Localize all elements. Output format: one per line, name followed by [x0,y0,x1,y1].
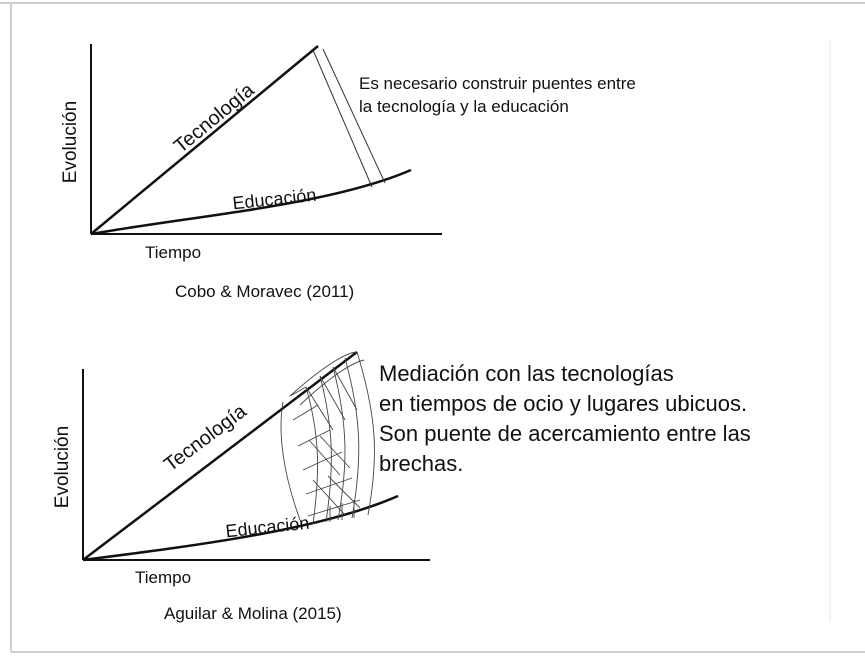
bottom-edu-curve [82,494,399,562]
top-x-axis-label: Tiempo [145,243,201,262]
bottom-tech-line [82,351,358,561]
top-edu-curve [90,168,412,236]
bottom-citation: Aguilar & Molina (2015) [164,604,342,623]
bottom-tech-label: Tecnología [160,400,251,476]
top-y-axis-label: Evolución [60,101,81,183]
bottom-note-line-3: Son puente de acercamiento entre las [379,421,751,446]
top-citation: Cobo & Moravec (2011) [175,282,354,301]
top-bridge-line-1 [312,49,373,188]
bottom-note-line-2: en tiempos de ocio y lugares ubicuos. [379,391,747,416]
bottom-x-axis-label: Tiempo [135,568,191,587]
top-tech-label: Tecnología [170,79,259,158]
top-diagram: Evolución Tiempo Tecnología Educación Es… [60,44,636,301]
top-note-line-1: Es necesario construir puentes entre [359,74,636,93]
bottom-diagram: Evolución Tiempo Tecnología Educación Me… [52,351,751,623]
top-tech-line [90,45,319,235]
top-bridge-line-2 [322,48,386,184]
bottom-note-line-1: Mediación con las tecnologías [379,361,674,386]
bottom-bridge-sketch [280,351,375,525]
bottom-y-axis-label: Evolución [52,426,73,508]
top-edu-label: Educación [232,185,318,214]
bottom-edu-label: Educación [225,513,311,542]
bottom-note-line-4: brechas. [379,451,463,476]
top-note-line-2: la tecnología y la educación [359,97,569,116]
